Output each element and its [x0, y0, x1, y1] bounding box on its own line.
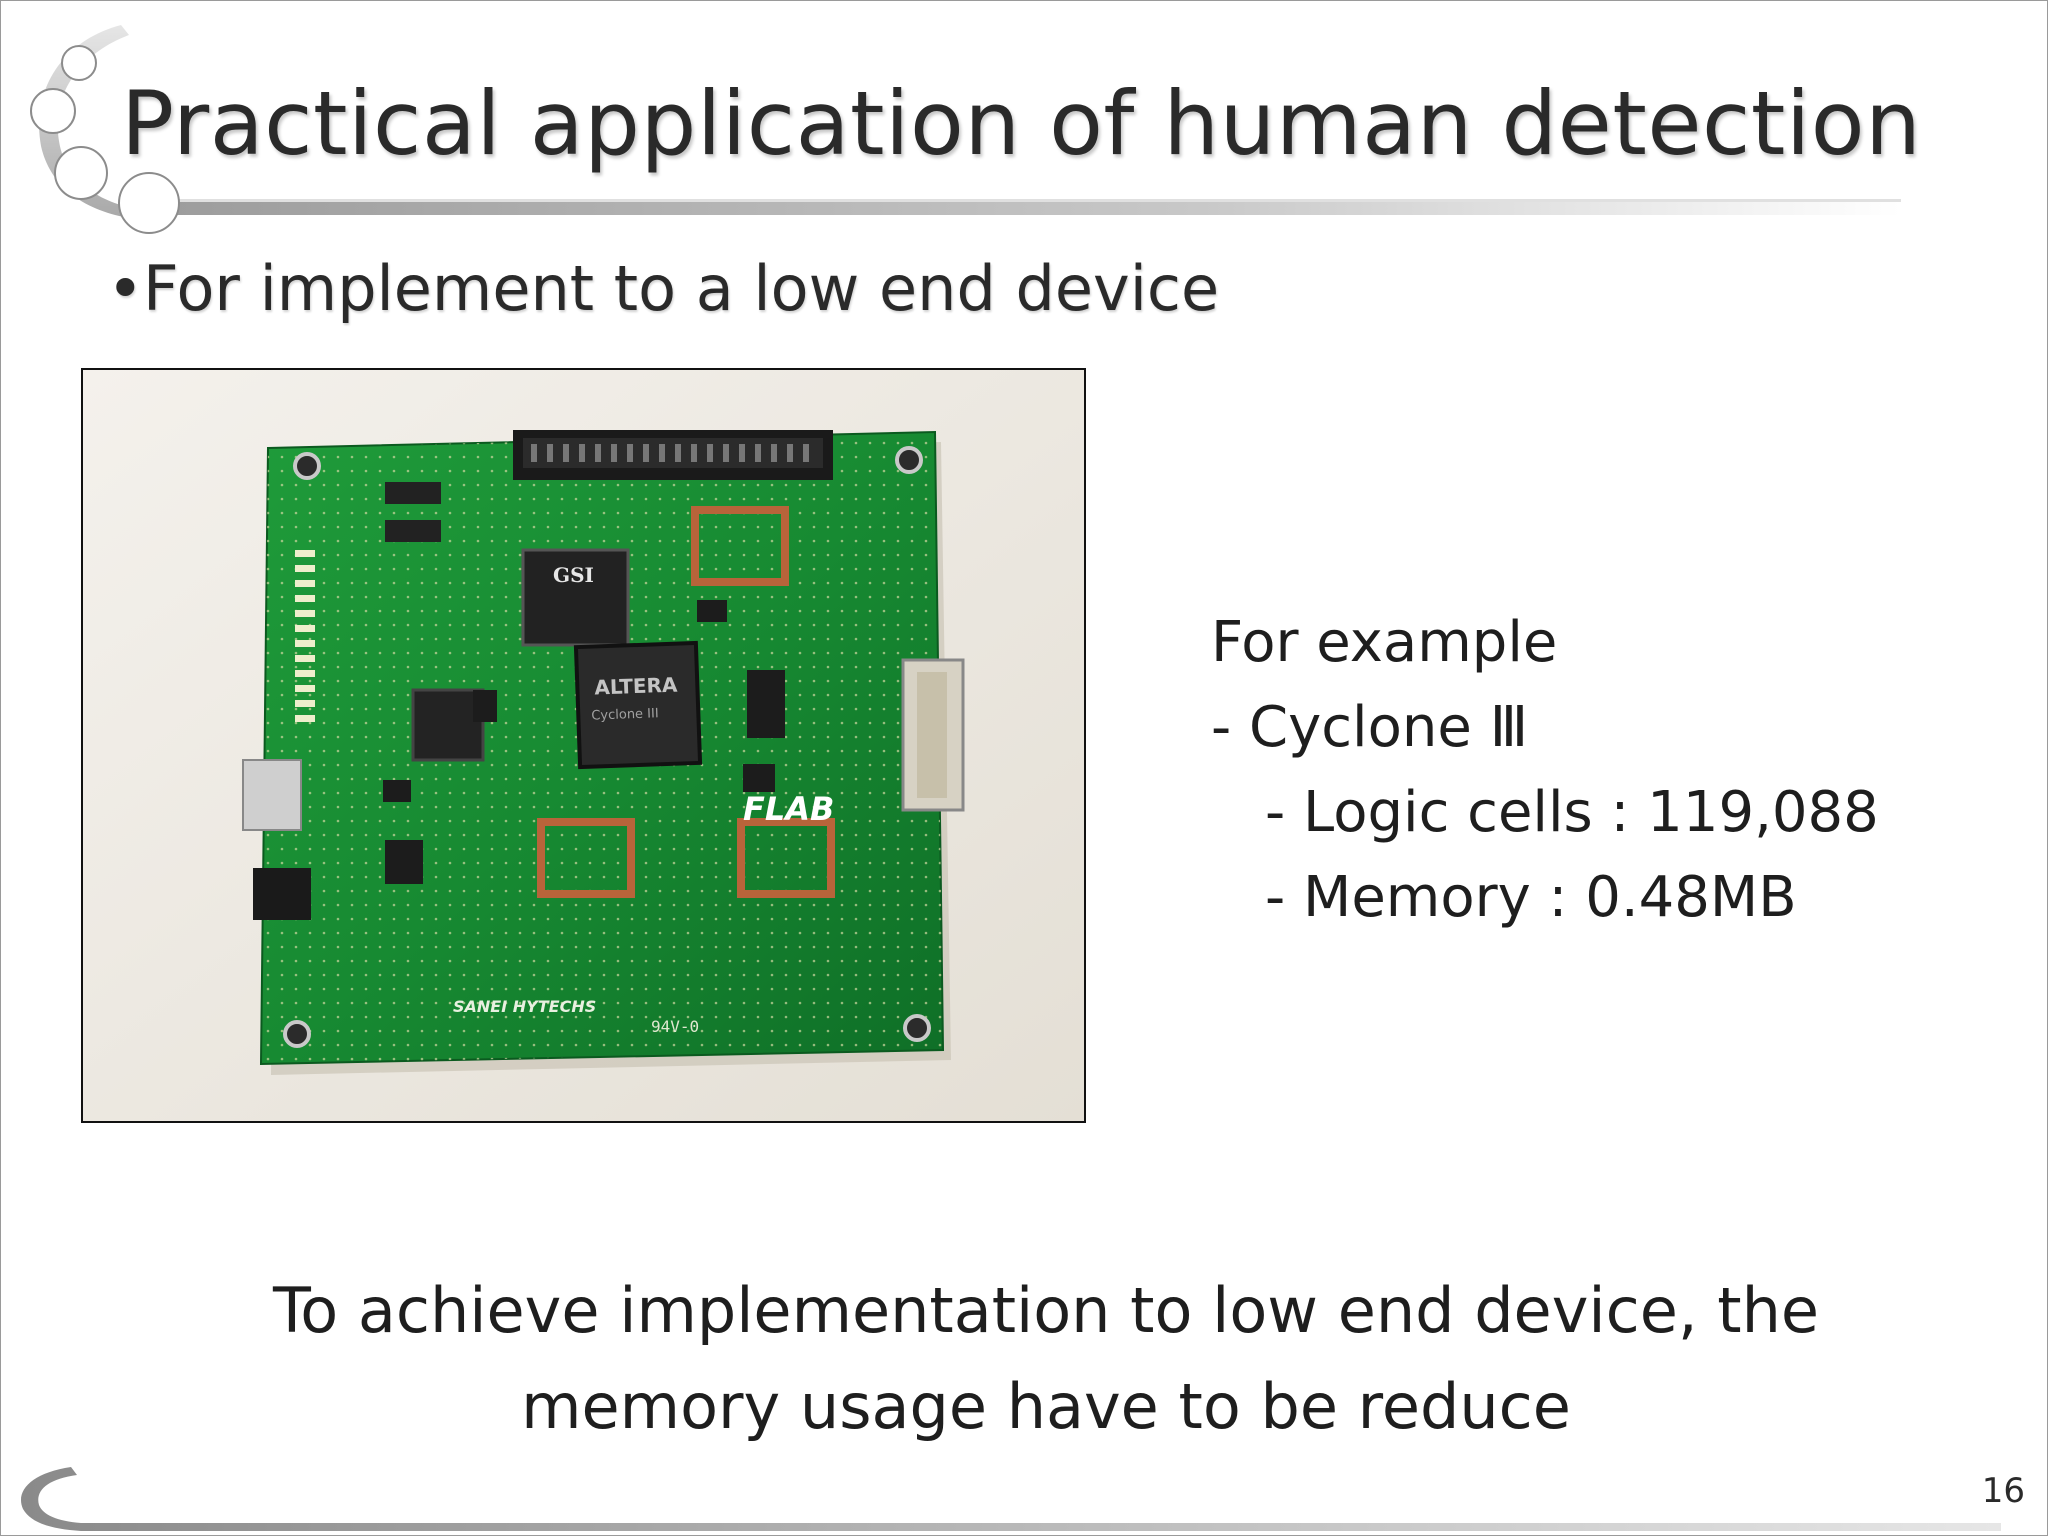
board-marking: 94V-0 — [651, 1017, 699, 1036]
spec-device: - Cyclone Ⅲ — [1211, 695, 1529, 760]
conclusion-line-1: To achieve implementation to low end dev… — [272, 1274, 1820, 1347]
fpga-board-photo: GSI ALTERA Cyclone III — [81, 368, 1086, 1123]
spec-memory: - Memory : 0.48MB — [1265, 865, 1797, 930]
spec-heading: For example — [1211, 610, 1558, 675]
bullet-item: •For implement to a low end device — [107, 249, 1219, 329]
bullet-marker: • — [107, 252, 144, 325]
chip-label: ALTERA — [594, 673, 678, 700]
conclusion-text: To achieve implementation to low end dev… — [141, 1263, 1951, 1455]
spec-logic-cells: - Logic cells : 119,088 — [1265, 780, 1879, 845]
page-number: 16 — [1981, 1471, 2025, 1511]
ic-label: GSI — [553, 563, 594, 587]
conclusion-line-2: memory usage have to be reduce — [521, 1370, 1571, 1443]
maker-logo: SANEI HYTECHS — [453, 997, 596, 1016]
spec-block: For example - Cyclone Ⅲ - Logic cells : … — [1211, 603, 1879, 943]
bullet-text: For implement to a low end device — [143, 252, 1220, 325]
footer-decoration — [21, 1467, 2001, 1531]
fpga-board-icon: GSI ALTERA Cyclone III — [83, 370, 1084, 1121]
slide-title: Practical application of human detection — [121, 72, 1922, 175]
flab-logo: FLAB — [743, 790, 834, 828]
chip-sub-label: Cyclone III — [591, 706, 659, 723]
title-decoration — [30, 25, 1901, 234]
